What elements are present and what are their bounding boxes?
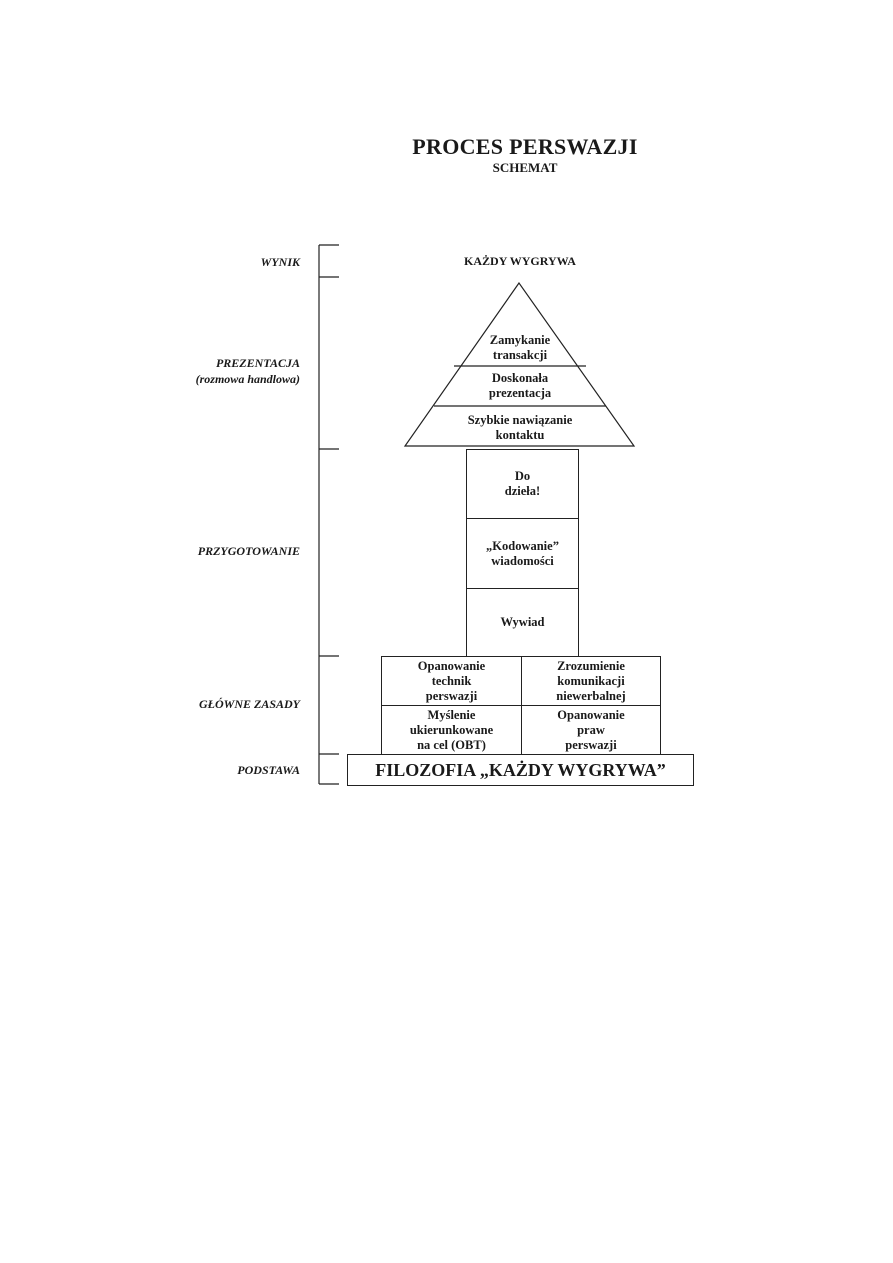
column-box-coding: „Kodowanie”wiadomości	[466, 518, 579, 589]
section-label-principles: GŁÓWNE ZASADY	[198, 697, 300, 711]
section-label-foundation: PODSTAWA	[237, 763, 300, 777]
pyramid-tier-closing: Zamykanie transakcji	[489, 333, 551, 362]
section-label-presentation-sub: (rozmowa handlowa)	[195, 372, 300, 386]
section-label-preparation: PRZYGOTOWANIE	[197, 544, 300, 558]
result-text: KAŻDY WYGRYWA	[464, 254, 576, 268]
column-box-interview: Wywiad	[466, 588, 579, 657]
section-label-presentation: PREZENTACJA	[215, 356, 300, 370]
pyramid-tier-rapport: Szybkie nawiązanie kontaktu	[467, 413, 573, 442]
pyramid-tier-presentation: Doskonała prezentacja	[488, 371, 552, 400]
foundation-box: FILOZOFIA „KAŻDY WYGRYWA”	[347, 754, 694, 786]
section-label-result: WYNIK	[260, 255, 300, 269]
diagram-subtitle: SCHEMAT	[492, 160, 558, 175]
diagram-title: PROCES PERSWAZJI	[412, 134, 638, 159]
